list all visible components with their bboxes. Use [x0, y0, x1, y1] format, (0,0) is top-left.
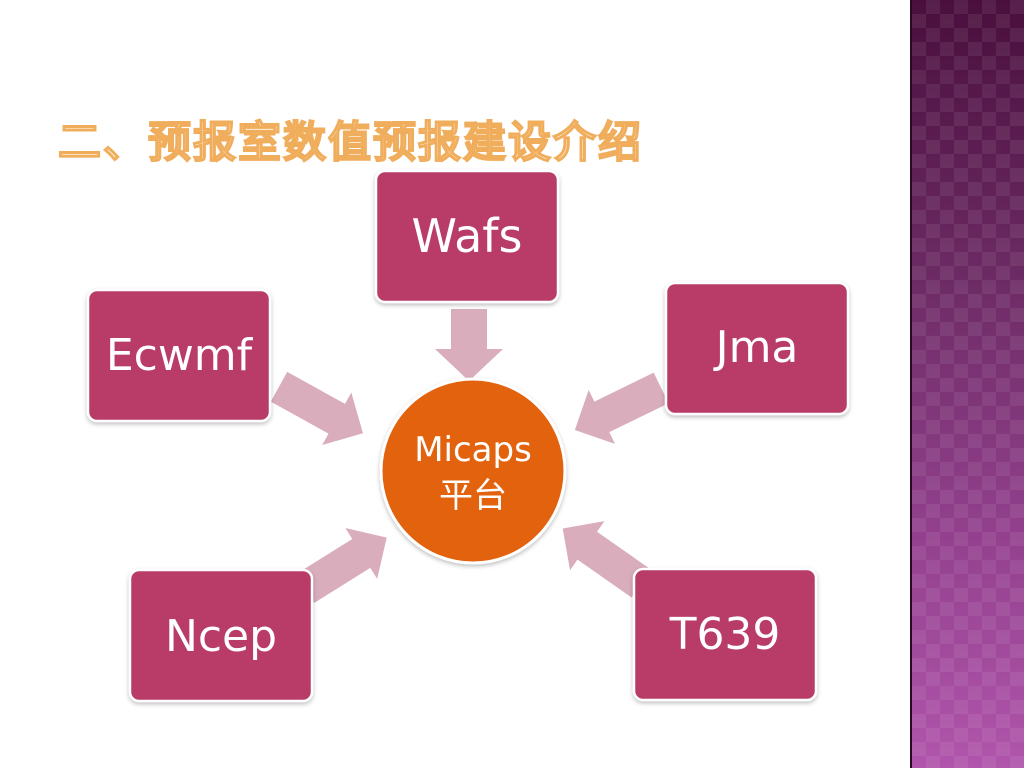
node-ncep: Ncep [128, 568, 314, 703]
node-jma-label: Jma [713, 322, 799, 373]
center-label-line1: Micaps [414, 430, 532, 470]
arrow-wafs-to-center [435, 309, 503, 381]
arrow-ecwmf-to-center [270, 371, 363, 445]
decorative-side-band [912, 0, 1024, 768]
node-ncep-label: Ncep [165, 611, 277, 662]
side-band-edge [910, 0, 913, 768]
node-t639-label: T639 [669, 609, 781, 660]
slide-title: 二、预报室数值预报建设介绍 [57, 117, 643, 169]
node-wafs: Wafs [374, 169, 560, 304]
center-label-line2: 平台 [439, 476, 507, 516]
arrow-t639-to-center [562, 521, 652, 598]
radial-diagram: Wafs Ecwmf Jma Ncep T639 Micaps 平台 [86, 169, 850, 703]
node-ecwmf-label: Ecwmf [106, 330, 254, 381]
arrow-jma-to-center [574, 372, 669, 444]
arrow-ncep-to-center [296, 528, 387, 603]
node-t639: T639 [632, 567, 818, 702]
node-ecwmf: Ecwmf [86, 288, 272, 423]
center-node: Micaps 平台 [379, 377, 567, 565]
node-jma: Jma [664, 281, 850, 416]
node-wafs-label: Wafs [412, 209, 523, 263]
